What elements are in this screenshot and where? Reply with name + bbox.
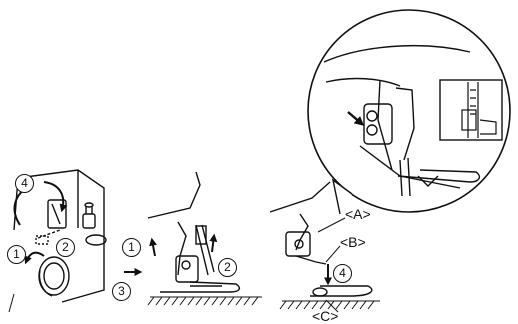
callout-4-left: 4 <box>15 174 34 193</box>
middle-ground-hatch <box>147 296 262 306</box>
callout-1-left: 1 <box>7 245 26 264</box>
machine-side-panel <box>13 169 107 303</box>
right-presser-foot <box>269 181 373 297</box>
middle-presser-foot <box>147 171 241 293</box>
magnified-view <box>307 9 511 215</box>
callout-4-right: 4 <box>333 264 352 283</box>
callout-3-middle: 3 <box>112 282 131 301</box>
callout-2-middle: 2 <box>218 258 237 277</box>
middle-arrows <box>124 233 218 276</box>
label-c: <C> <box>312 308 339 324</box>
callout-2-left: 2 <box>56 238 75 257</box>
label-b: <B> <box>340 234 366 250</box>
callout-1-middle: 1 <box>122 238 141 257</box>
left-leader-line <box>8 293 15 313</box>
label-a: <A> <box>345 206 371 222</box>
right-leaders <box>317 217 346 313</box>
